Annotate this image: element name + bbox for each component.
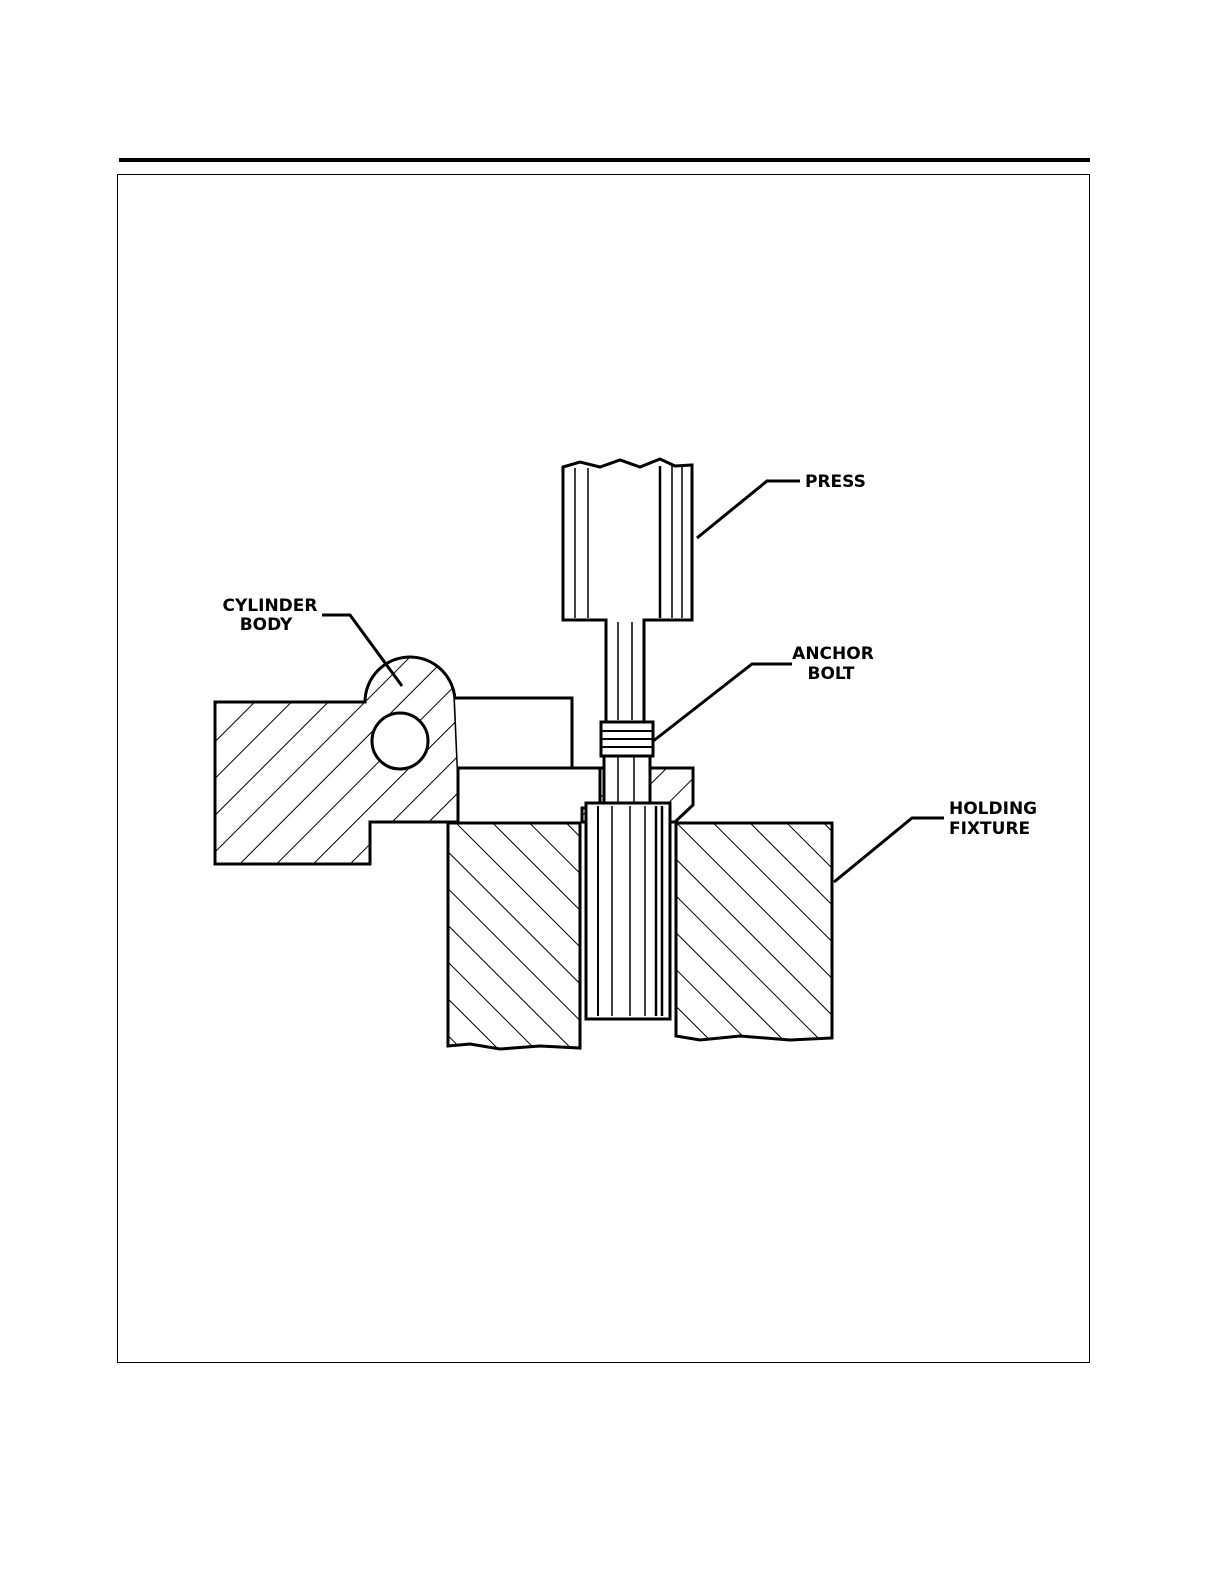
holding-fixture-label-line1: HOLDING [949, 799, 1037, 819]
anchor-bolt-leader [652, 664, 792, 742]
holding-fixture-leader [834, 818, 944, 882]
cylinder-eye-hole [372, 713, 428, 769]
anchor-bolt-label-line2: BOLT [807, 664, 854, 684]
press-ram [563, 459, 692, 722]
cylinder-body-label-line2: BODY [240, 615, 293, 635]
holding-fixture-label-line2: FIXTURE [949, 819, 1030, 839]
press-label: PRESS [805, 472, 866, 492]
anchor-bolt-label-line1: ANCHOR [792, 644, 874, 664]
cylinder-body-label-line1: CYLINDER [223, 596, 318, 616]
press-leader [697, 481, 800, 538]
